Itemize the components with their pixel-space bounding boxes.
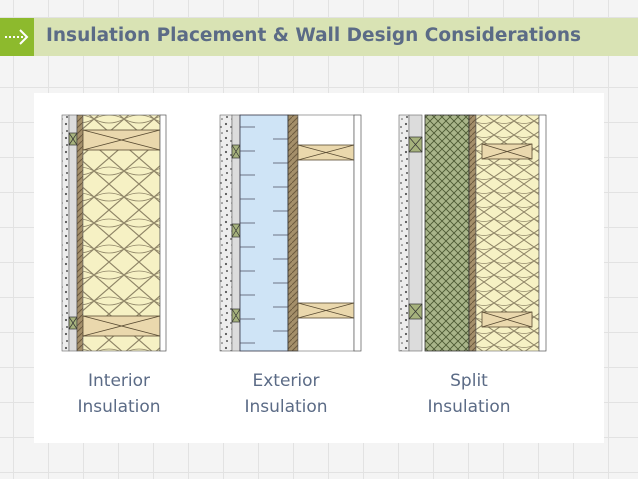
caption-exterior-insulation: Exterior Insulation: [231, 368, 341, 420]
w1-top-plate: [82, 129, 161, 151]
w2-rigid-foam: [239, 114, 289, 352]
caption-interior-insulation: Interior Insulation: [64, 368, 174, 420]
dotted-arrow-icon: [5, 29, 29, 45]
w2-furring-blocks: [231, 144, 241, 323]
w1-exterior-finish: [61, 114, 70, 352]
w3-exterior-finish: [398, 114, 410, 352]
w1-bottom-plate: [82, 315, 161, 337]
w2-exterior-finish: [219, 114, 233, 352]
w1-drywall: [159, 114, 167, 352]
caption-split-line1: Split: [450, 371, 488, 391]
caption-exterior-line2: Insulation: [244, 397, 328, 417]
header-arrow-box: [0, 18, 34, 56]
caption-interior-line1: Interior: [87, 371, 150, 391]
w1-batt-insulation: [82, 114, 161, 352]
w1-furring: [68, 114, 78, 352]
w2-sheathing: [287, 114, 299, 352]
wall-interior-insulation: [61, 114, 167, 352]
w2-top-plate: [297, 144, 355, 161]
w3-bottom-plate: [481, 311, 533, 328]
w1-sheathing: [76, 114, 84, 352]
w2-bottom-plate: [297, 302, 355, 319]
page-title: Insulation Placement & Wall Design Consi…: [46, 25, 582, 46]
header-bar: Insulation Placement & Wall Design Consi…: [0, 18, 638, 56]
wall-split-insulation: [398, 114, 547, 352]
w2-drywall: [353, 114, 362, 352]
caption-interior-line2: Insulation: [77, 397, 161, 417]
wall-exterior-insulation: [219, 114, 362, 352]
w3-top-plate: [481, 143, 533, 160]
w3-sheathing: [468, 114, 477, 352]
w3-mineral-wool: [424, 114, 470, 352]
caption-exterior-line1: Exterior: [252, 371, 320, 391]
w3-furring: [408, 114, 423, 352]
w2-foam-lines: [240, 126, 288, 344]
w3-drywall: [538, 114, 547, 352]
diagram-panel: Interior Insulation Exterior Insulation …: [34, 93, 604, 443]
caption-split-line2: Insulation: [427, 397, 511, 417]
caption-split-insulation: Split Insulation: [414, 368, 524, 420]
w3-furring-blocks: [408, 136, 423, 320]
